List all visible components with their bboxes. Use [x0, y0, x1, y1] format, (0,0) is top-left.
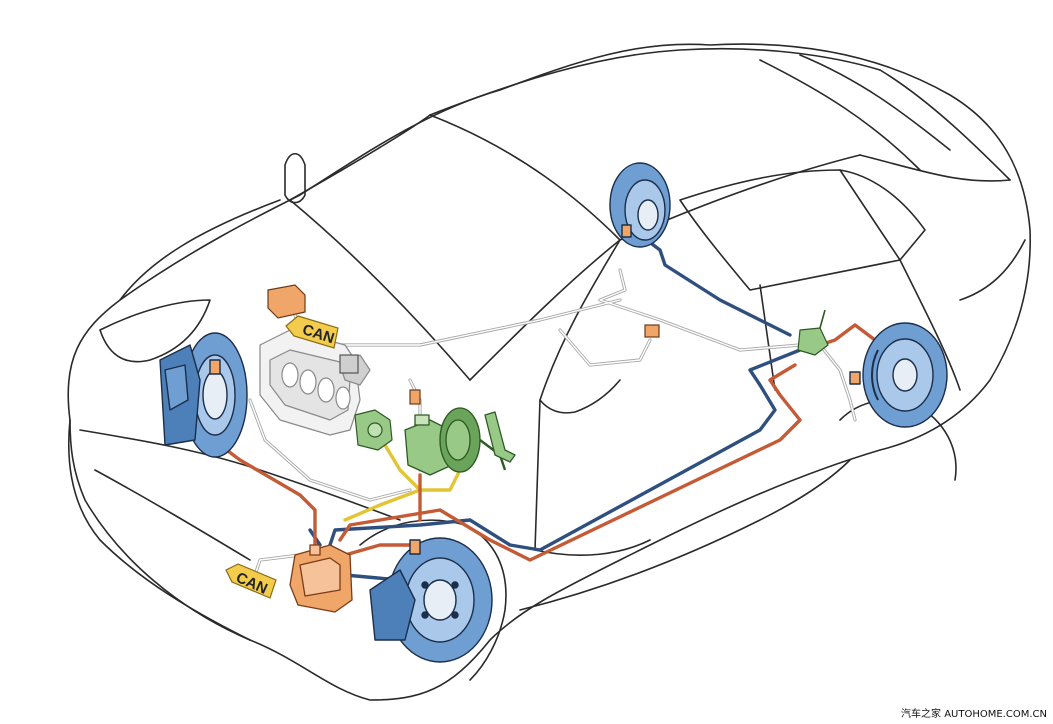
watermark: 汽车之家 AUTOHOME.COM.CN: [901, 709, 1047, 720]
ecu-box: [267, 284, 306, 319]
can-tag-bottom: CAN: [225, 563, 277, 599]
dash-sensor: [644, 324, 660, 338]
brake-switch: [409, 389, 421, 405]
car-body-outline: [67, 43, 1032, 701]
engine-block: [259, 329, 371, 436]
front-left-brake: [159, 332, 248, 458]
front-right-brake: [369, 537, 493, 663]
brake-pedal: [484, 411, 516, 463]
rear-left-brake: [609, 162, 671, 248]
engine-sensor: [339, 354, 359, 374]
rear-right-brake: [849, 322, 948, 428]
master-cylinder: [404, 407, 507, 476]
rear-pressure-valve: [797, 309, 829, 356]
abs-hydraulic-unit: [289, 544, 353, 613]
can-label-bottom: CAN: [233, 569, 270, 598]
signal-wiring-inner: [249, 269, 856, 576]
throttle-unit: [354, 409, 393, 451]
can-tag-top: CAN: [285, 315, 339, 349]
